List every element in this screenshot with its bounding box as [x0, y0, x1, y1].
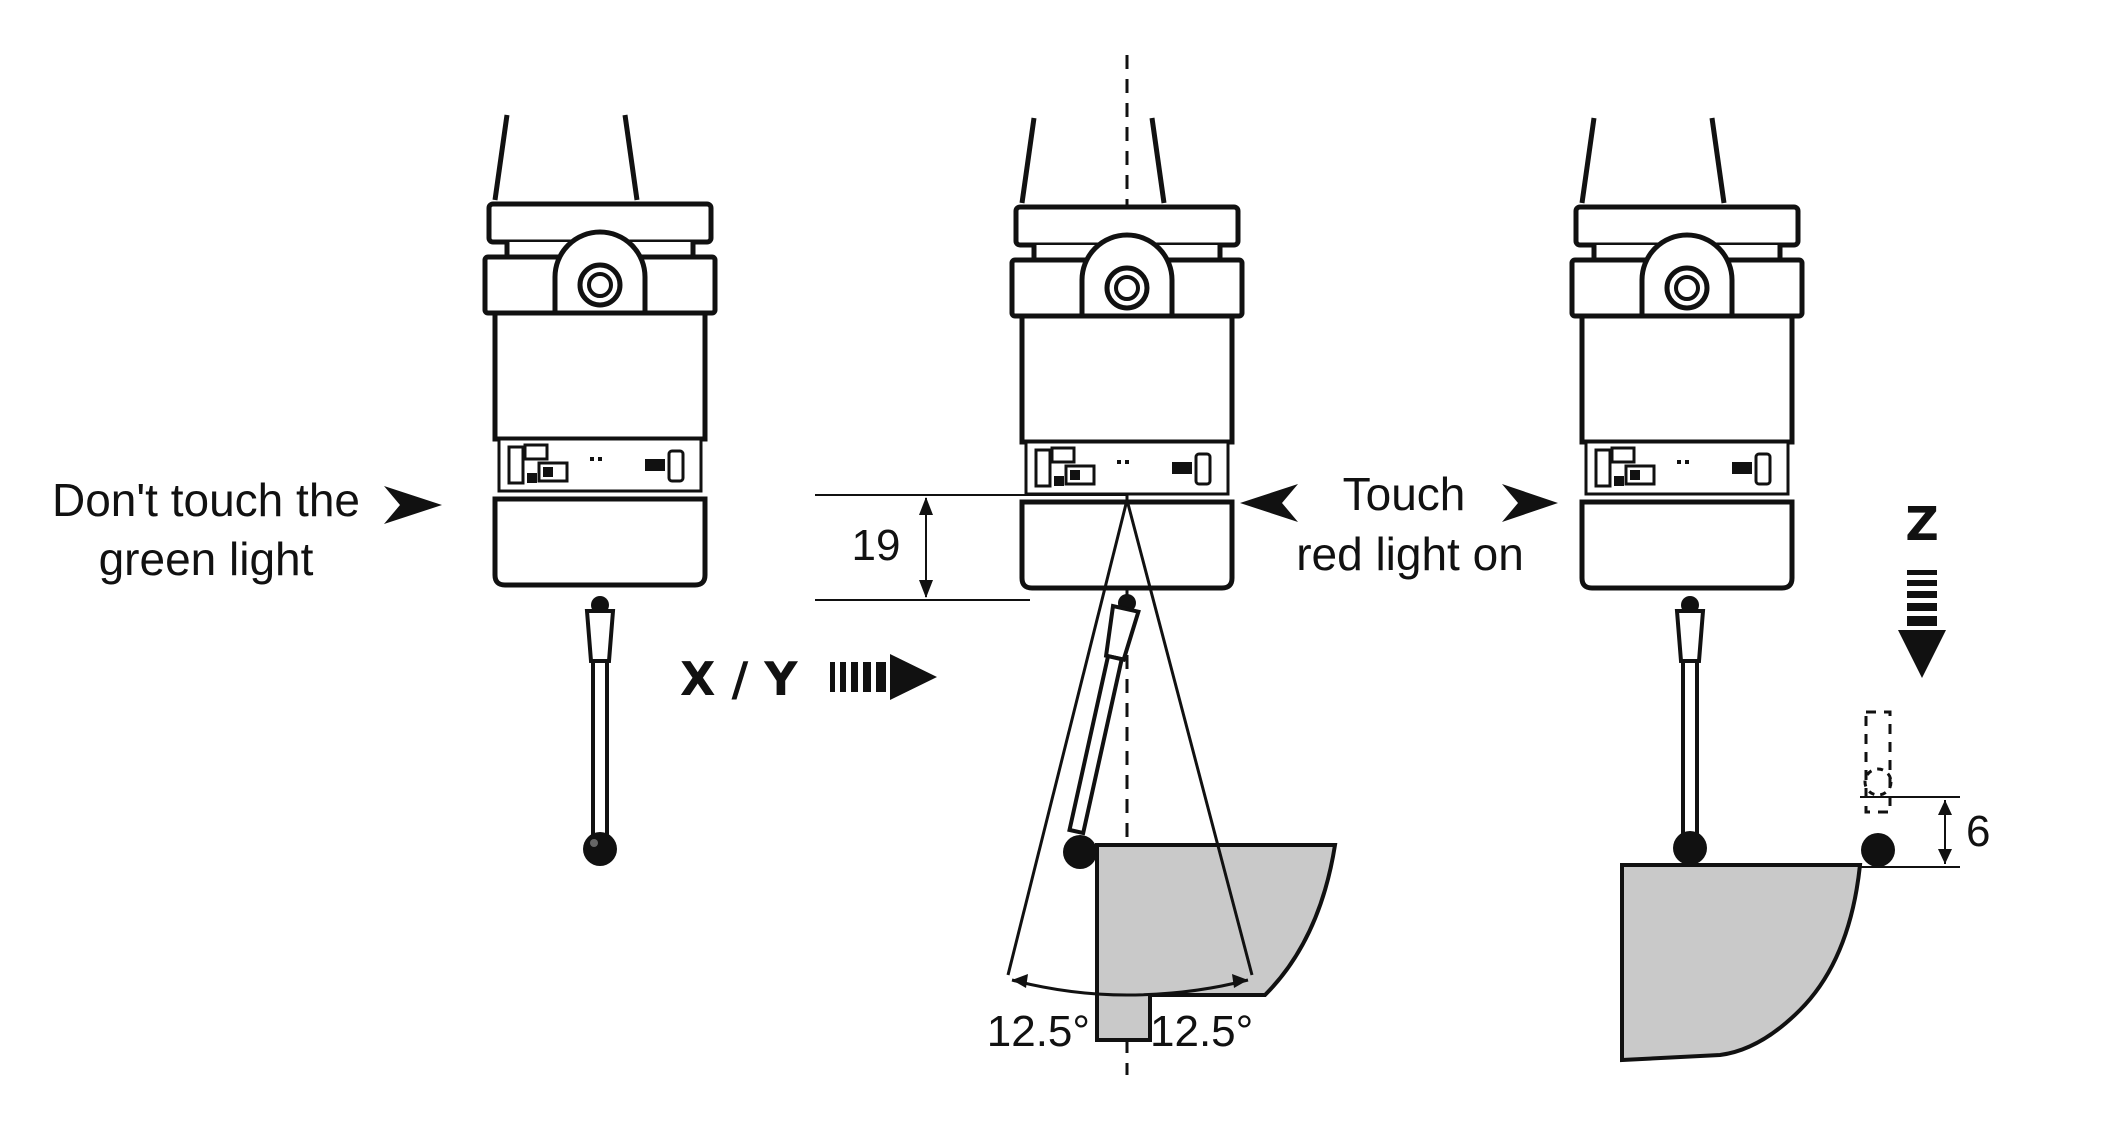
z-direction-arrow-icon: [1898, 570, 1946, 678]
right-note-line1: Touch: [1343, 468, 1466, 520]
left-note-line1: Don't touch the: [52, 474, 360, 526]
z-direction-label: Z: [1905, 497, 1938, 551]
z-travel-dimension-label: 6: [1966, 807, 1990, 856]
pointer-arrow-icon: [384, 486, 442, 524]
probe-idle: [485, 115, 715, 866]
stylus-ball: [583, 832, 617, 866]
left-note-line2: green light: [99, 533, 314, 585]
xy-direction-label: X / Y: [680, 652, 798, 706]
angle-right-label: 12.5°: [1150, 1007, 1253, 1056]
workpiece-top: [1620, 863, 1863, 1063]
probe-z-touch: [1572, 118, 1960, 1063]
workpiece-side: [1095, 843, 1338, 1042]
pointer-arrow-icon-left: [1240, 484, 1298, 522]
angle-left-label: 12.5°: [987, 1007, 1090, 1056]
height-dimension-label: 19: [852, 521, 901, 570]
xy-direction-arrow-icon: [830, 654, 937, 700]
probe-deflected: [815, 55, 1338, 1075]
right-note-line2: red light on: [1296, 528, 1524, 580]
stylus-ball-ghost: [1861, 833, 1895, 867]
pointer-arrow-icon-right: [1502, 484, 1558, 522]
stylus-ball-deflected: [1063, 835, 1097, 869]
stylus-ball-z: [1673, 831, 1707, 865]
